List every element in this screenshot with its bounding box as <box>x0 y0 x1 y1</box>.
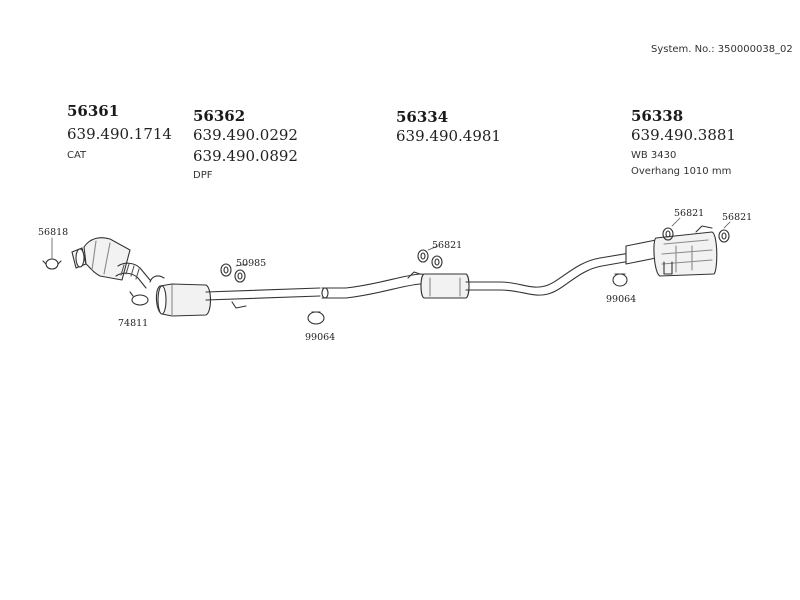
callout-56821-rear-a: 56821 <box>674 208 704 219</box>
gasket-pair-56821-middle <box>417 249 443 269</box>
catalytic-converter <box>71 237 151 289</box>
gasket-56821-rear-a <box>662 227 674 241</box>
callout-99064-rear: 99064 <box>606 294 636 305</box>
gasket-56821-rear-b <box>718 229 730 243</box>
part-number-56361: 56361 <box>67 102 120 120</box>
rear-silencer <box>625 225 718 277</box>
clamp-99064-middle <box>307 311 325 325</box>
callout-56818: 56818 <box>38 227 68 238</box>
part-number-56338: 56338 <box>631 107 684 125</box>
part-ref-56361: 639.490.1714 <box>67 125 172 143</box>
diesel-particulate-filter <box>149 275 321 317</box>
clamp-56818 <box>45 258 59 270</box>
part-ref-56334: 639.490.4981 <box>396 127 501 145</box>
part-note-dpf: DPF <box>193 170 213 181</box>
part-number-56362: 56362 <box>193 107 246 125</box>
clamp-74811 <box>131 294 149 306</box>
callout-56821-rear-b: 56821 <box>722 212 752 223</box>
callout-74811: 74811 <box>118 318 148 329</box>
part-ref-56362-a: 639.490.0292 <box>193 126 298 144</box>
gasket-pair-50985 <box>220 263 246 283</box>
part-ref-56338: 639.490.3881 <box>631 126 736 144</box>
callout-56821-middle: 56821 <box>432 240 462 251</box>
callout-50985: 50985 <box>236 258 266 269</box>
centre-silencer <box>321 251 637 299</box>
part-note-cat: CAT <box>67 150 87 161</box>
part-ref-56362-b: 639.490.0892 <box>193 147 298 165</box>
part-note-overhang: Overhang 1010 mm <box>631 166 732 177</box>
part-note-wheelbase: WB 3430 <box>631 150 677 161</box>
callout-99064-middle: 99064 <box>305 332 335 343</box>
part-number-56334: 56334 <box>396 108 449 126</box>
system-number: System. No.: 350000038_02 <box>651 44 793 55</box>
clamp-99064-rear <box>612 273 628 287</box>
